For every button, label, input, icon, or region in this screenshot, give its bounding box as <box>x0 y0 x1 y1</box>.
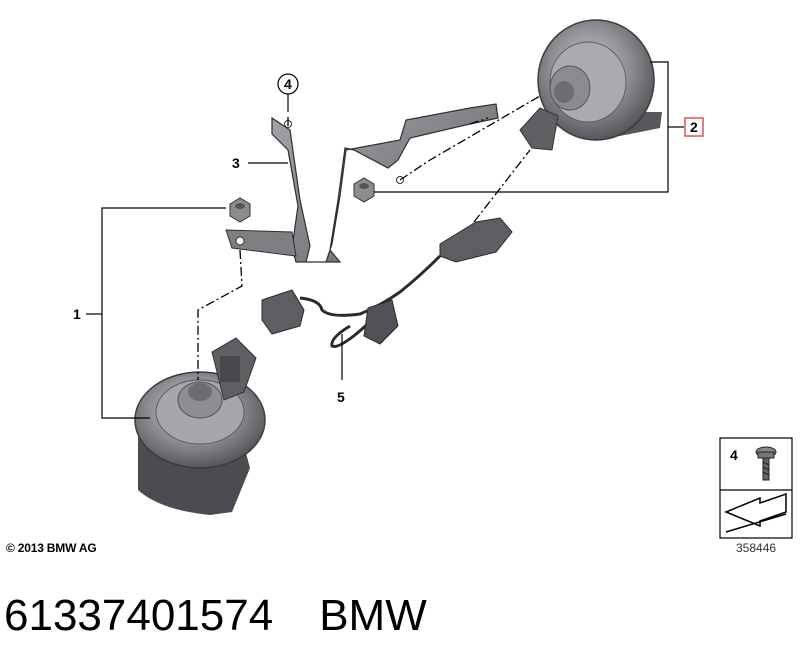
screw-icon <box>755 446 777 481</box>
part-number: 61337401574 <box>4 591 274 640</box>
highlight-box <box>684 117 704 137</box>
assembly-guide-lines <box>197 95 541 380</box>
flat-arrow-icon <box>724 492 787 533</box>
legend-box: 4 <box>719 437 793 539</box>
nut-left <box>229 197 251 223</box>
horn-upper <box>519 19 662 151</box>
svg-text:2: 2 <box>690 119 698 135</box>
leader-lines <box>86 61 684 419</box>
part-footer: 61337401574 BMW <box>4 586 427 646</box>
svg-text:5: 5 <box>337 389 345 405</box>
legend-item-number: 4 <box>730 447 738 463</box>
callout-5: 5 <box>337 389 345 405</box>
horn-lower <box>134 337 266 515</box>
callout-1: 1 <box>73 306 81 322</box>
wiring-harness <box>261 217 513 348</box>
callout-4: 4 <box>277 73 299 95</box>
svg-text:3: 3 <box>232 155 240 171</box>
diagram-id: 358446 <box>736 541 777 555</box>
svg-text:4: 4 <box>284 76 292 92</box>
nut-right <box>353 177 375 203</box>
callout-2[interactable]: 2 <box>684 117 704 137</box>
callout-3: 3 <box>232 155 240 171</box>
brand-name: BMW <box>319 591 427 640</box>
svg-text:1: 1 <box>73 306 81 322</box>
copyright-notice: © 2013 BMW AG <box>6 541 97 555</box>
